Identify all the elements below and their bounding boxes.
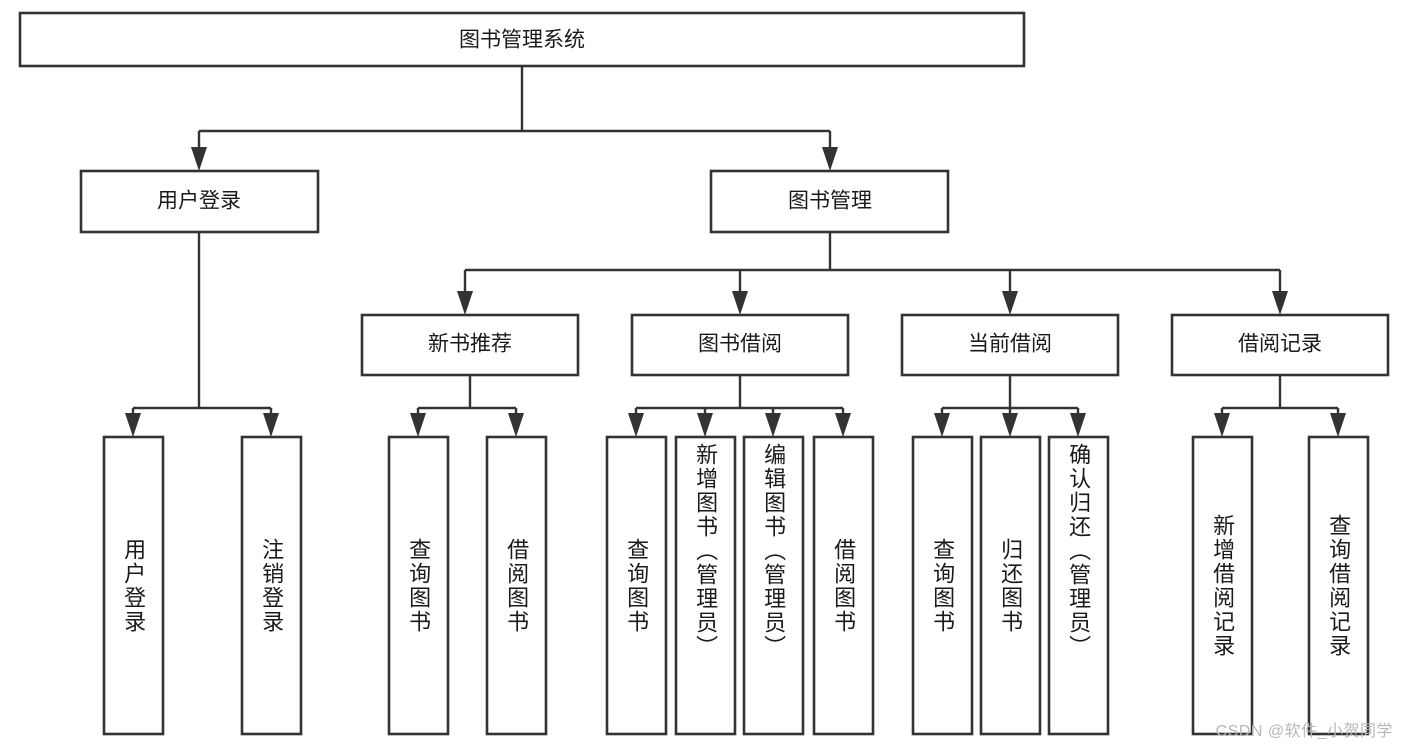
connector-group-borrow-record [1214, 375, 1346, 437]
arrow-head-leaf-add-book [697, 413, 713, 437]
node-leaf-add-record-box[interactable] [1191, 435, 1254, 736]
arrow-head-borrow-record [1272, 291, 1288, 315]
node-leaf-edit-book-box[interactable] [742, 435, 805, 736]
node-book-borrow-box[interactable] [630, 313, 850, 377]
node-book-borrow[interactable]: 图书借阅 [630, 313, 850, 377]
node-leaf-logout-login-box[interactable] [240, 435, 303, 736]
connector-group-user-login [125, 232, 279, 437]
connector-group-book-manage [457, 232, 1288, 315]
arrow-head-leaf-query-book-1 [410, 413, 426, 437]
node-user-login-label: 用户登录 [157, 190, 241, 213]
node-leaf-user-login-box[interactable] [102, 435, 165, 736]
arrow-head-leaf-edit-book [765, 413, 781, 437]
connector-group-new-book-rec [410, 375, 524, 437]
watermark-text: CSDN @软件_小贺同学 [1215, 723, 1393, 740]
node-leaf-confirm-return-box[interactable] [1047, 435, 1110, 736]
arrow-head-leaf-add-record [1214, 413, 1230, 437]
node-book-manage-box[interactable] [709, 169, 950, 234]
node-current-borrow-box[interactable] [900, 313, 1120, 377]
arrow-head-leaf-logout-login [263, 413, 279, 437]
node-borrow-record-box[interactable] [1170, 313, 1390, 377]
arrow-head-leaf-return-book [1002, 413, 1018, 437]
arrow-head-book-manage [822, 147, 838, 171]
node-current-borrow-label: 当前借阅 [968, 333, 1052, 356]
arrow-head-leaf-user-login [125, 413, 141, 437]
node-leaf-return-book-box[interactable] [979, 435, 1042, 736]
connector-group-current-borrow [934, 375, 1086, 437]
arrow-head-user-login [191, 147, 207, 171]
node-user-login-box[interactable] [79, 169, 320, 234]
node-leaf-query-book-2-box[interactable] [605, 435, 668, 736]
node-root-label: 图书管理系统 [459, 29, 585, 52]
node-book-manage-label: 图书管理 [788, 190, 872, 213]
arrow-head-book-borrow [732, 291, 748, 315]
node-leaf-borrow-book-1-box[interactable] [485, 435, 548, 736]
arrow-head-leaf-query-record [1330, 413, 1346, 437]
node-current-borrow[interactable]: 当前借阅 [900, 313, 1120, 377]
node-new-book-rec-box[interactable] [360, 313, 580, 377]
arrow-head-leaf-query-book-3 [934, 413, 950, 437]
arrow-head-leaf-borrow-book-1 [508, 413, 524, 437]
node-leaf-query-book-1-box[interactable] [387, 435, 450, 736]
node-leaf-add-book-box[interactable] [674, 435, 737, 736]
node-borrow-record[interactable]: 借阅记录 [1170, 313, 1390, 377]
node-new-book-rec-label: 新书推荐 [428, 333, 512, 356]
arrow-head-new-book-rec [457, 291, 473, 315]
node-new-book-rec[interactable]: 新书推荐 [360, 313, 580, 377]
node-book-manage[interactable]: 图书管理 [709, 169, 950, 234]
node-root-box[interactable] [18, 11, 1026, 68]
node-leaf-borrow-book-2-box[interactable] [812, 435, 875, 736]
arrow-head-leaf-query-book-2 [628, 413, 644, 437]
node-book-borrow-label: 图书借阅 [698, 333, 782, 356]
arrow-head-current-borrow [1002, 291, 1018, 315]
connector-group-book-borrow [628, 375, 851, 437]
node-user-login[interactable]: 用户登录 [79, 169, 320, 234]
arrow-head-leaf-confirm-return [1070, 413, 1086, 437]
connector-group-root [191, 66, 838, 171]
leaf-boxes [102, 435, 1370, 736]
node-leaf-query-book-3-box[interactable] [911, 435, 974, 736]
node-borrow-record-label: 借阅记录 [1238, 333, 1322, 356]
node-root[interactable]: 图书管理系统 [18, 11, 1026, 68]
arrow-head-leaf-borrow-book-2 [835, 413, 851, 437]
node-leaf-query-record-box[interactable] [1307, 435, 1370, 736]
